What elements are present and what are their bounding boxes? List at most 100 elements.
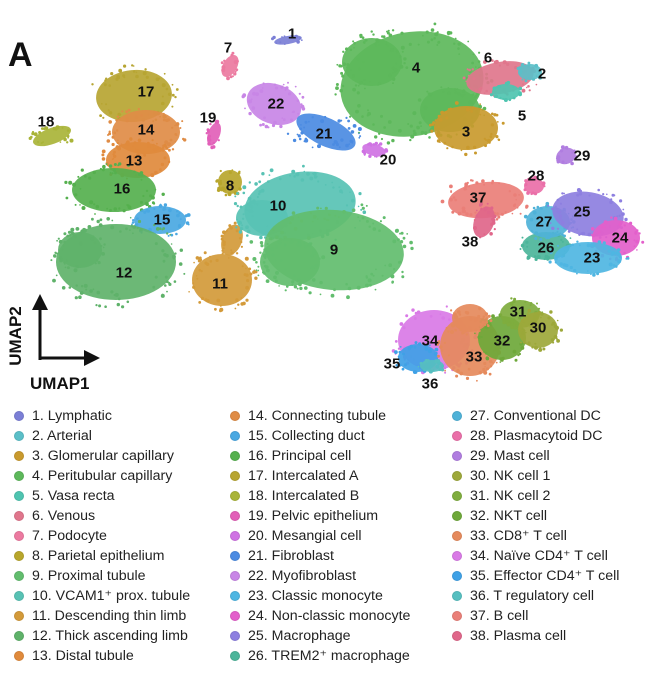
cluster-11-point — [235, 252, 239, 255]
cluster-37-point — [508, 190, 511, 193]
cluster-26-point — [534, 257, 538, 261]
cluster-27-point — [554, 232, 557, 235]
cluster-4-point — [342, 50, 345, 53]
cluster-5-point — [512, 96, 516, 100]
cluster-26-point — [519, 248, 522, 250]
cluster-23-point — [608, 262, 613, 267]
cluster-15-point — [143, 210, 147, 214]
cluster-4-point — [400, 45, 405, 50]
cluster-16-point — [111, 172, 114, 175]
cluster-22-point — [259, 123, 262, 127]
legend-swatch — [14, 411, 24, 421]
cluster-28-point — [526, 180, 529, 182]
cluster-27-point — [532, 210, 537, 215]
cluster-22-point — [297, 112, 300, 115]
cluster-4-point — [427, 92, 431, 95]
cluster-17-point — [117, 76, 120, 80]
cluster-12-point — [64, 263, 66, 265]
cluster-15-point — [179, 218, 182, 221]
cluster-4-point — [468, 100, 473, 105]
cluster-12-point — [161, 228, 164, 231]
cluster-17-point — [161, 95, 164, 98]
cluster-12-point — [98, 304, 102, 308]
cluster-37-point — [452, 196, 456, 199]
cluster-9-point — [304, 286, 308, 290]
cluster-22-point — [282, 83, 285, 86]
cluster-label-11: 11 — [212, 276, 228, 293]
cluster-23-point — [551, 248, 554, 252]
cluster-12-point — [159, 227, 162, 230]
cluster-11-point — [240, 240, 243, 244]
legend-swatch — [452, 471, 462, 481]
cluster-23-point — [578, 244, 581, 247]
cluster-10-point — [248, 203, 251, 207]
cluster-6-point — [485, 89, 489, 93]
legend-item: 4. Peritubular capillary — [14, 466, 230, 486]
cluster-12-point — [166, 290, 168, 293]
cluster-9-point — [265, 279, 270, 283]
cluster-20-point — [372, 143, 376, 146]
cluster-11-point — [199, 258, 203, 262]
cluster-12-point — [60, 258, 63, 261]
cluster-10-point — [317, 180, 320, 183]
cluster-13-point — [118, 145, 121, 148]
cluster-5-point — [499, 96, 502, 99]
cluster-25-point — [567, 230, 571, 233]
cluster-3-point — [465, 107, 470, 112]
cluster-15-points — [130, 203, 191, 237]
cluster-9-point — [337, 216, 340, 218]
cluster-33-point — [485, 320, 489, 324]
cluster-38-blob — [473, 206, 495, 238]
legend-swatch — [230, 551, 240, 561]
cluster-21-point — [292, 138, 297, 143]
cluster-6-point — [471, 68, 474, 71]
cluster-9-point — [351, 208, 356, 213]
cluster-31-point — [515, 324, 518, 327]
cluster-25-point — [611, 193, 615, 197]
cluster-18-point — [66, 141, 69, 144]
cluster-16-point — [145, 202, 149, 207]
cluster-23-point — [618, 255, 622, 259]
cluster-35-point — [429, 344, 431, 347]
cluster-7-point — [229, 75, 233, 79]
cluster-37-point — [500, 212, 504, 216]
cluster-8-point — [231, 169, 234, 172]
cluster-25-point — [588, 194, 591, 197]
cluster-12-point — [94, 262, 97, 265]
cluster-24-point — [597, 230, 601, 234]
cluster-10-point — [282, 207, 287, 212]
cluster-25-point — [557, 227, 559, 230]
cluster-3-point — [490, 123, 494, 127]
cluster-21-point — [286, 132, 290, 135]
cluster-16-point — [113, 163, 117, 166]
cluster-3-point — [454, 101, 459, 105]
cluster-9-point — [291, 211, 296, 215]
cluster-6-point — [474, 89, 478, 92]
cluster-26-point — [520, 243, 525, 248]
legend-label: 19. Pelvic epithelium — [248, 508, 379, 524]
cluster-9-point — [401, 270, 404, 274]
cluster-3-point — [484, 144, 487, 148]
cluster-16-point — [137, 172, 142, 177]
cluster-28-point — [526, 191, 530, 195]
cluster-13-point — [101, 157, 106, 161]
cluster-label-17: 17 — [138, 84, 155, 101]
cluster-label-5: 5 — [518, 108, 526, 125]
cluster-11-point — [235, 298, 239, 302]
cluster-16-point — [154, 188, 157, 191]
cluster-35-point — [402, 352, 405, 356]
cluster-label-35: 35 — [384, 356, 401, 373]
cluster-9-point — [255, 269, 258, 271]
cluster-16-point — [151, 195, 155, 200]
cluster-38-point — [490, 224, 493, 227]
cluster-4-point — [352, 40, 355, 43]
cluster-9-blob — [260, 238, 320, 286]
legend-swatch — [452, 491, 462, 501]
cluster-14-point — [116, 115, 120, 119]
cluster-16-point — [89, 200, 94, 205]
cluster-10-point — [351, 198, 355, 203]
cluster-12-point — [183, 272, 186, 275]
cluster-14-point — [179, 127, 182, 129]
cluster-18-point — [66, 129, 70, 132]
cluster-21-point — [298, 137, 302, 141]
